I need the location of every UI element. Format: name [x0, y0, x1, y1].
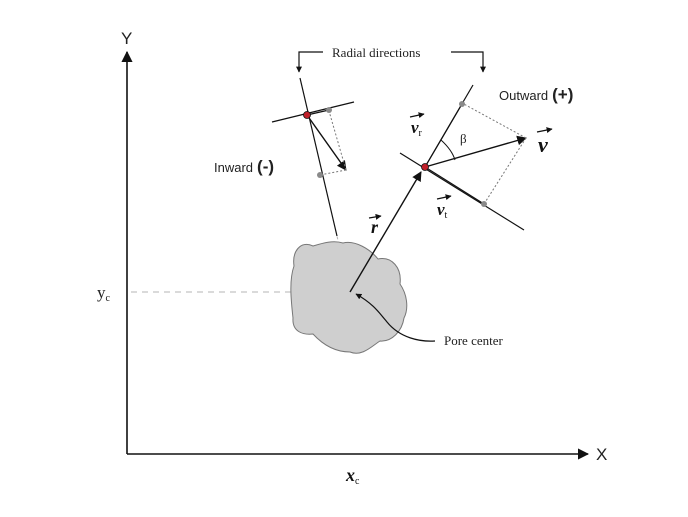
inward-radial-tip-marker	[317, 172, 323, 178]
vector-r-overarrow	[368, 213, 382, 220]
angle-beta-label: β	[460, 131, 467, 146]
inward-point-marker	[303, 111, 311, 119]
vr-tip-marker	[459, 101, 465, 107]
radial-directions-bracket-right	[451, 51, 486, 73]
outward-tangent-line	[399, 152, 525, 231]
x-axis-label: X	[596, 445, 607, 464]
inward-label: Inward(-)	[214, 157, 274, 176]
y-axis-label: Y	[121, 29, 132, 48]
inward-radial-line	[299, 77, 338, 237]
yc-label: yc	[97, 283, 111, 304]
inward-proj-dotted-2	[328, 110, 347, 171]
inward-tangent-tip-marker	[326, 107, 332, 113]
vector-vr-overarrow	[409, 112, 425, 119]
vector-vt-overarrow	[436, 194, 452, 201]
pore-shape	[290, 241, 408, 354]
vector-vt-label: vt	[437, 200, 448, 221]
vector-r-label: r	[371, 217, 379, 237]
tangential-component-vt	[424, 166, 485, 205]
outward-label: Outward(+)	[499, 85, 573, 104]
vr-projection-dotted	[461, 102, 527, 139]
radial-component-vr	[424, 103, 463, 168]
vt-tip-marker	[481, 201, 487, 207]
outward-point-marker	[421, 163, 429, 171]
radial-directions-bracket-left	[296, 51, 323, 73]
pore-center-label: Pore center	[444, 333, 504, 348]
inward-tangent-line	[271, 101, 355, 123]
inward-proj-dotted-1	[319, 169, 347, 176]
vector-v-label: v	[538, 132, 548, 157]
inward-velocity-vector	[306, 114, 347, 171]
radial-directions-label: Radial directions	[332, 45, 420, 60]
vector-v-overarrow	[536, 127, 553, 134]
position-vector-r	[349, 171, 422, 293]
pore-center-pointer	[355, 293, 436, 342]
velocity-vector-v	[424, 135, 527, 168]
vt-projection-dotted	[483, 137, 527, 205]
vector-vr-label: vr	[411, 118, 423, 139]
angle-beta-arc	[440, 139, 456, 161]
xc-label: xc	[345, 465, 360, 487]
